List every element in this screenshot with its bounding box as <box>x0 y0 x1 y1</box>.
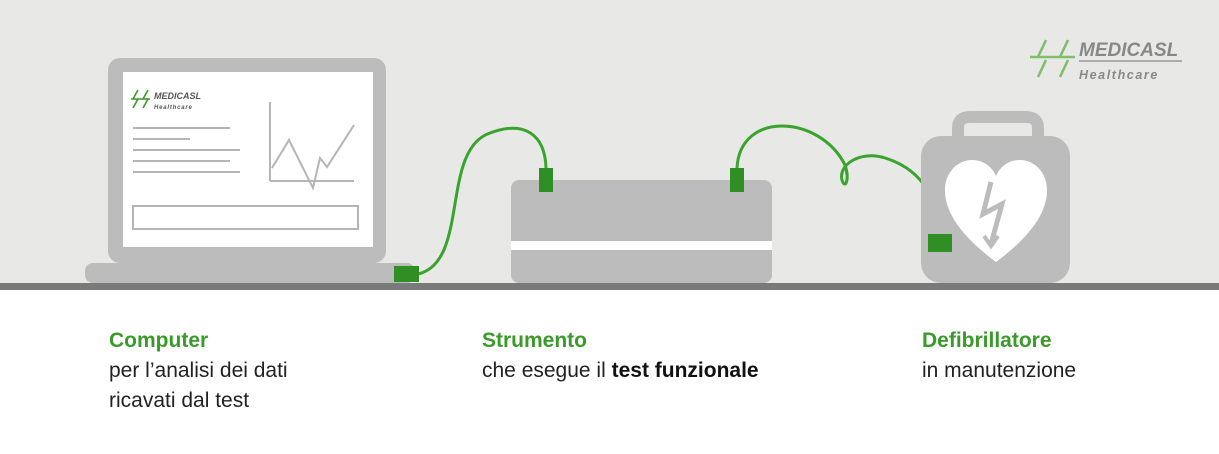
equipment-illustration: MEDICASL Healthcare <box>0 39 1219 290</box>
laptop-icon: MEDICASL Healthcare <box>85 58 415 283</box>
floor-line <box>0 283 1219 290</box>
caption-defibrillator-title: Defibrillatore <box>922 329 1052 352</box>
caption-instrument-line1: che esegue il test funzionale <box>482 356 759 386</box>
lightning-heart-icon <box>945 160 1047 262</box>
caption-instrument-line1-prefix: che esegue il <box>482 359 612 382</box>
caption-computer: Computer per l’analisi dei dati ricavati… <box>109 326 288 416</box>
screen-logo-name: MEDICASL <box>154 91 201 101</box>
cable-instrument-defibrillator <box>735 124 942 237</box>
logo-name: MEDICASL <box>1079 40 1178 61</box>
cable-computer-instrument <box>417 126 548 276</box>
defibrillator-icon <box>921 111 1070 283</box>
screen-logo-icon <box>131 89 150 109</box>
laptop-connector <box>394 266 419 282</box>
caption-instrument-title: Strumento <box>482 329 587 352</box>
caption-defibrillator: Defibrillatore in manutenzione <box>922 326 1076 386</box>
caption-computer-title: Computer <box>109 329 209 352</box>
caption-instrument: Strumento che esegue il test funzionale <box>482 326 759 386</box>
screen-text-lines <box>133 127 240 173</box>
test-instrument-icon <box>511 168 772 283</box>
caption-defibrillator-line1: in manutenzione <box>922 359 1077 382</box>
caption-computer-line2: ricavati dal test <box>109 389 250 412</box>
defibrillator-connector <box>928 234 952 252</box>
screen-logo-tagline: Healthcare <box>154 105 193 111</box>
logo-tagline: Healthcare <box>1079 68 1159 82</box>
caption-instrument-line1-bold: test funzionale <box>611 359 759 382</box>
screen-input-box <box>132 205 359 230</box>
caption-computer-line1: per l’analisi dei dati <box>109 359 288 382</box>
screen-mini-chart <box>269 102 355 191</box>
medicasl-logo-icon <box>1030 39 1075 78</box>
